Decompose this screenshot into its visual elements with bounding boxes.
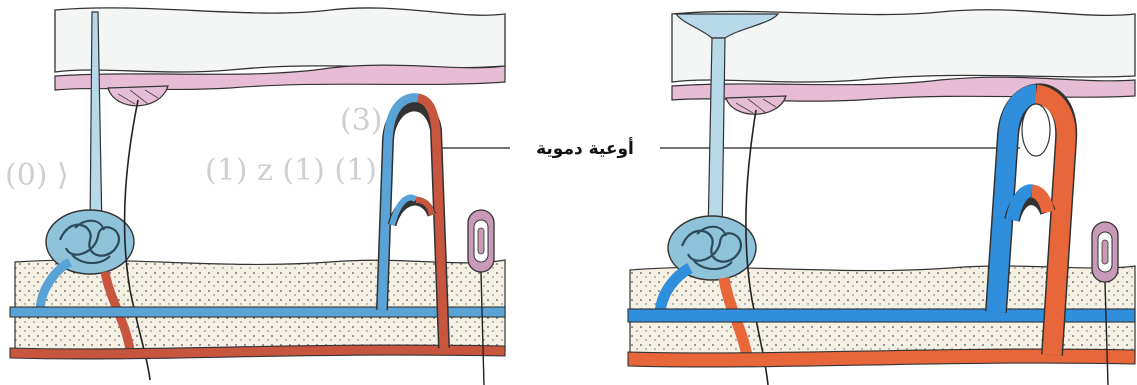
left-epidermis xyxy=(55,8,505,72)
svg-text:(1) z (1) (1): (1) z (1) (1) xyxy=(205,153,377,188)
faint-background-marks: (0) ⟩ (1) z (1) (1) (3) xyxy=(5,103,383,193)
callout: أوعية دموية xyxy=(442,137,1020,159)
svg-text:(3): (3) xyxy=(340,103,383,138)
left-skin-panel xyxy=(10,8,505,385)
right-skin-panel xyxy=(628,10,1135,385)
svg-text:(0) ⟩: (0) ⟩ xyxy=(5,158,69,193)
left-vein-horizontal xyxy=(10,307,505,317)
callout-label: أوعية دموية xyxy=(536,137,634,159)
